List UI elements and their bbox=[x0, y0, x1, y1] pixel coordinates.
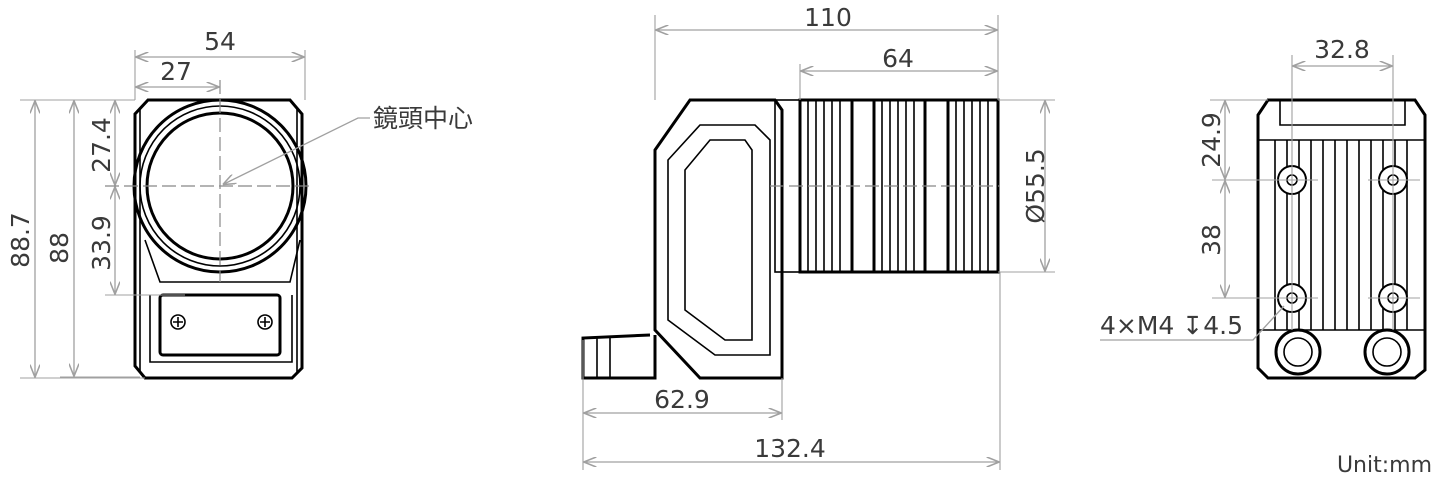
lens-center-leader bbox=[224, 117, 370, 184]
hole-spec-label: 4×M4 ↧4.5 bbox=[1100, 311, 1243, 340]
dim-label-64: 64 bbox=[882, 44, 914, 73]
screw-icon bbox=[170, 314, 186, 330]
lens-center-label: 鏡頭中心 bbox=[373, 104, 473, 133]
front-view: 54 27 88.7 88 27.4 33.9 鏡頭中心 bbox=[6, 27, 473, 380]
dim-label-diameter: Ø55.5 bbox=[1021, 148, 1050, 223]
back-body-outline bbox=[1256, 98, 1427, 380]
screw-icon bbox=[257, 314, 273, 330]
connector-icon bbox=[1274, 328, 1322, 376]
side-view: 110 64 Ø55.5 62.9 132.4 bbox=[581, 3, 1055, 470]
back-view: 32.8 24.9 38 4×M4 ↧4.5 bbox=[1100, 35, 1427, 380]
unit-label: Unit:mm bbox=[1337, 453, 1432, 478]
dim-label-88: 88 bbox=[45, 232, 74, 264]
lens-centerline bbox=[105, 80, 310, 282]
dim-label-132-4: 132.4 bbox=[754, 434, 826, 463]
dim-label-24-9: 24.9 bbox=[1197, 112, 1226, 168]
dim-label-38: 38 bbox=[1197, 224, 1226, 256]
dim-label-32-8: 32.8 bbox=[1314, 35, 1370, 64]
dim-label-27-4: 27.4 bbox=[87, 117, 116, 173]
dim-label-110: 110 bbox=[804, 3, 852, 32]
dim-label-27: 27 bbox=[160, 57, 192, 86]
hole-spec-leader bbox=[1100, 305, 1285, 341]
dim-label-62-9: 62.9 bbox=[654, 385, 710, 414]
dim-label-33-9: 33.9 bbox=[87, 215, 116, 271]
dim-label-54: 54 bbox=[204, 27, 236, 56]
side-body-outline bbox=[581, 98, 801, 380]
connector-icon bbox=[1363, 328, 1411, 376]
dim-label-88-7: 88.7 bbox=[6, 212, 35, 268]
